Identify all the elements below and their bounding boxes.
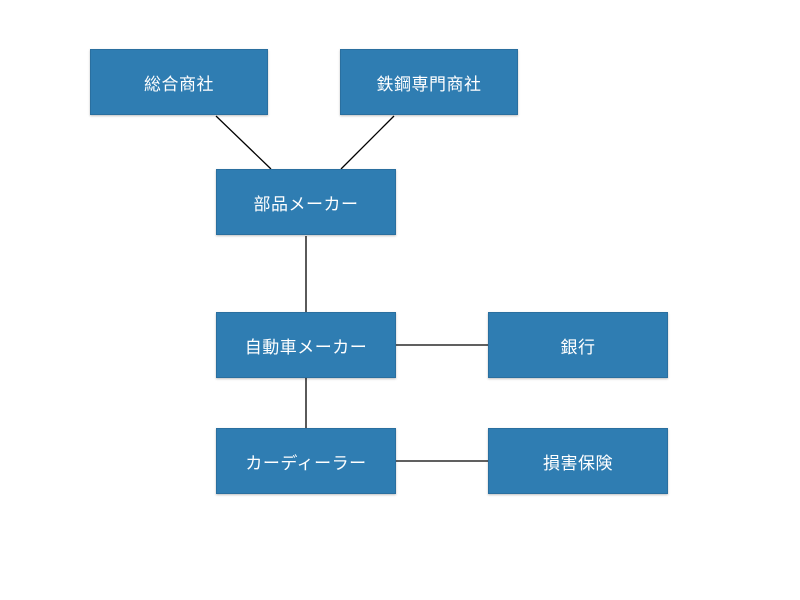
node-label: 総合商社 bbox=[144, 74, 214, 95]
connector-steel-trading-to-parts-maker bbox=[340, 115, 395, 170]
node-general-trading-company: 総合商社 bbox=[90, 49, 268, 115]
node-label: 部品メーカー bbox=[253, 194, 359, 215]
node-parts-maker: 部品メーカー bbox=[216, 169, 396, 235]
node-non-life-insurance: 損害保険 bbox=[488, 428, 668, 494]
node-steel-trading-company: 鉄鋼専門商社 bbox=[340, 49, 518, 115]
node-label: 損害保険 bbox=[543, 453, 613, 474]
node-label: 鉄鋼専門商社 bbox=[376, 74, 482, 95]
node-label: カーディーラー bbox=[245, 453, 367, 474]
node-car-dealer: カーディーラー bbox=[216, 428, 396, 494]
node-car-maker: 自動車メーカー bbox=[216, 312, 396, 378]
node-label: 自動車メーカー bbox=[244, 337, 368, 358]
node-bank: 銀行 bbox=[488, 312, 668, 378]
connector-general-trading-to-parts-maker bbox=[215, 115, 272, 170]
node-label: 銀行 bbox=[560, 337, 596, 358]
